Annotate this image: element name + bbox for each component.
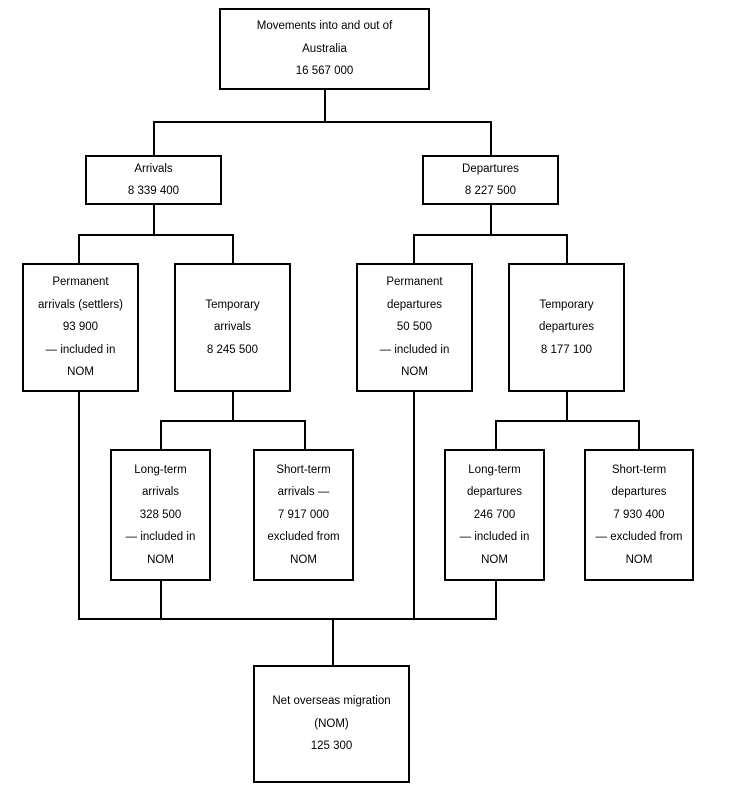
node-note: — included in bbox=[125, 531, 196, 544]
node-line: Departures bbox=[462, 162, 519, 175]
node-arrivals[interactable]: Arrivals 8 339 400 bbox=[85, 155, 222, 205]
node-short-term-arrivals[interactable]: Short-term arrivals — 7 917 000 excluded… bbox=[253, 449, 354, 581]
connector-to-arrivals bbox=[153, 121, 155, 156]
node-long-term-departures[interactable]: Long-term departures 246 700 — included … bbox=[444, 449, 545, 581]
connector-to-long-term-arrivals bbox=[160, 420, 162, 450]
connector-to-short-term-arrivals bbox=[304, 420, 306, 450]
node-line: Arrivals bbox=[134, 162, 173, 175]
connector-to-permanent-arrivals bbox=[78, 234, 80, 264]
node-movements-total[interactable]: Movements into and out of Australia 16 5… bbox=[219, 8, 430, 90]
connector-departures-bar bbox=[413, 234, 568, 236]
node-note: NOM bbox=[290, 553, 317, 566]
node-value: 8 339 400 bbox=[127, 185, 180, 197]
node-line: Temporary bbox=[205, 298, 260, 311]
connector-temporary-arrivals-bar bbox=[160, 420, 306, 422]
node-line: Long-term bbox=[134, 463, 187, 476]
node-value: 16 567 000 bbox=[295, 65, 354, 78]
connector-temporary-departures-bar bbox=[495, 420, 640, 422]
connector-to-permanent-departures bbox=[413, 234, 415, 264]
connector-long-term-arrivals-to-nom bbox=[160, 580, 162, 620]
node-note: NOM bbox=[481, 553, 508, 566]
node-value: 328 500 bbox=[139, 508, 182, 521]
connector-long-term-departures-to-nom bbox=[495, 580, 497, 620]
node-departures[interactable]: Departures 8 227 500 bbox=[422, 155, 559, 205]
node-line: Australia bbox=[302, 42, 347, 55]
node-line: departures bbox=[539, 321, 594, 334]
connector-to-temporary-departures bbox=[566, 234, 568, 264]
node-note: NOM bbox=[67, 366, 94, 379]
node-line: Short-term bbox=[611, 463, 667, 476]
node-value: 8 177 100 bbox=[540, 343, 593, 356]
node-line: Net overseas migration bbox=[272, 695, 391, 708]
connector-temporary-arrivals-down bbox=[232, 391, 234, 420]
connector-to-short-term-departures bbox=[638, 420, 640, 450]
connector-to-departures bbox=[490, 121, 492, 156]
node-value: 93 900 bbox=[62, 321, 99, 334]
node-line: arrivals — bbox=[277, 486, 330, 499]
node-line: departures bbox=[387, 298, 442, 311]
connector-permanent-departures-to-nom bbox=[413, 391, 415, 620]
node-value: 8 245 500 bbox=[206, 343, 259, 356]
node-net-overseas-migration[interactable]: Net overseas migration (NOM) 125 300 bbox=[253, 665, 410, 783]
node-note: — excluded from bbox=[595, 531, 683, 544]
node-line: Permanent bbox=[386, 276, 443, 289]
node-value: 7 930 400 bbox=[613, 508, 665, 521]
node-permanent-arrivals[interactable]: Permanent arrivals (settlers) 93 900 — i… bbox=[22, 263, 139, 392]
node-value: 125 300 bbox=[310, 740, 353, 753]
node-value: 50 500 bbox=[396, 321, 433, 334]
node-short-term-departures[interactable]: Short-term departures 7 930 400 — exclud… bbox=[584, 449, 694, 581]
node-line: Temporary bbox=[539, 298, 594, 311]
node-note: NOM bbox=[401, 366, 428, 379]
node-value: 8 227 500 bbox=[464, 185, 517, 197]
node-line: departures bbox=[611, 486, 667, 499]
node-note: NOM bbox=[147, 553, 174, 566]
node-line: departures bbox=[467, 486, 522, 499]
node-note: — included in bbox=[379, 343, 450, 356]
connector-nom-down bbox=[332, 618, 334, 666]
connector-nom-bar bbox=[78, 618, 497, 620]
connector-level2-bar bbox=[153, 121, 492, 123]
node-line: Long-term bbox=[468, 463, 521, 476]
node-line: arrivals (settlers) bbox=[38, 298, 123, 311]
connector-arrivals-bar bbox=[78, 234, 234, 236]
node-value: 7 917 000 bbox=[277, 508, 330, 521]
node-line: Movements into and out of bbox=[256, 20, 393, 33]
connector-to-temporary-arrivals bbox=[232, 234, 234, 264]
node-value: 246 700 bbox=[473, 508, 516, 521]
connector-root-down bbox=[324, 89, 326, 121]
node-line: (NOM) bbox=[314, 717, 349, 730]
node-long-term-arrivals[interactable]: Long-term arrivals 328 500 — included in… bbox=[110, 449, 211, 581]
connector-to-long-term-departures bbox=[495, 420, 497, 450]
connector-permanent-arrivals-to-nom bbox=[78, 391, 80, 620]
connector-departures-down bbox=[490, 204, 492, 234]
node-temporary-arrivals[interactable]: Temporary arrivals 8 245 500 bbox=[174, 263, 291, 392]
node-note: excluded from bbox=[267, 531, 340, 544]
node-note: — included in bbox=[459, 531, 530, 544]
node-line: Permanent bbox=[52, 276, 109, 289]
connector-temporary-departures-down bbox=[566, 391, 568, 420]
connector-arrivals-down bbox=[153, 204, 155, 234]
node-permanent-departures[interactable]: Permanent departures 50 500 — included i… bbox=[356, 263, 473, 392]
node-note: NOM bbox=[625, 553, 653, 566]
node-note: — included in bbox=[45, 343, 116, 356]
node-line: arrivals bbox=[141, 486, 180, 499]
node-line: arrivals bbox=[213, 321, 252, 334]
node-line: Short-term bbox=[276, 463, 331, 476]
node-temporary-departures[interactable]: Temporary departures 8 177 100 bbox=[508, 263, 625, 392]
